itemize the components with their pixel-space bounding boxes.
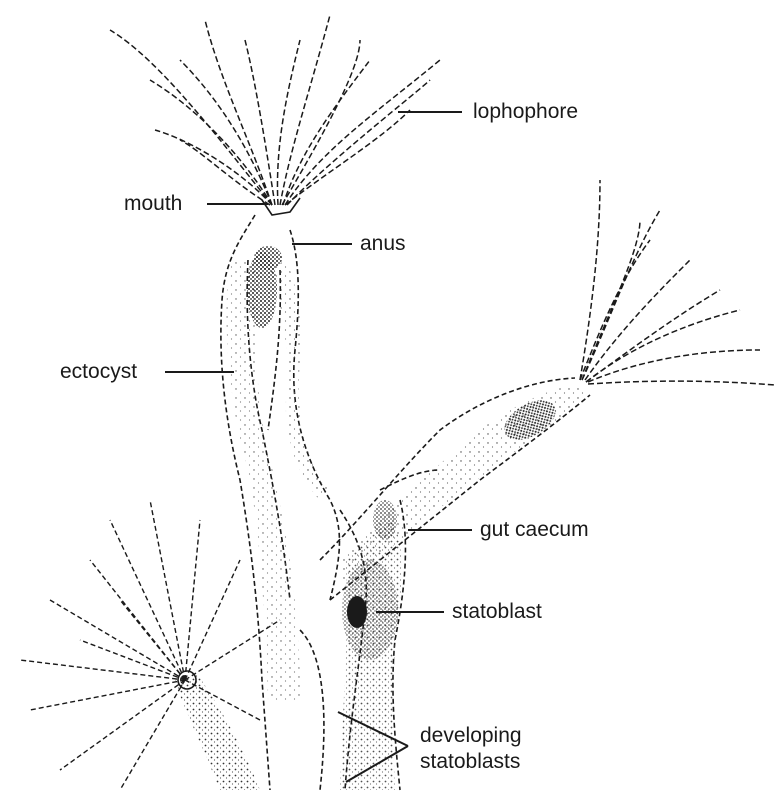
leader-lines [165,112,472,782]
label-statoblasts: statoblasts [420,751,520,772]
right-lophophore [580,180,775,385]
label-lophophore: lophophore [473,101,578,122]
label-ectocyst: ectocyst [60,361,137,382]
label-developing: developing [420,725,522,746]
statoblast-shape [347,596,367,628]
label-gut-caecum: gut caecum [480,519,589,540]
label-statoblast: statoblast [452,601,542,622]
label-mouth: mouth [124,193,182,214]
lower-left-lophophore [20,500,280,790]
lophophore-tentacles [110,15,440,205]
label-anus: anus [360,233,406,254]
